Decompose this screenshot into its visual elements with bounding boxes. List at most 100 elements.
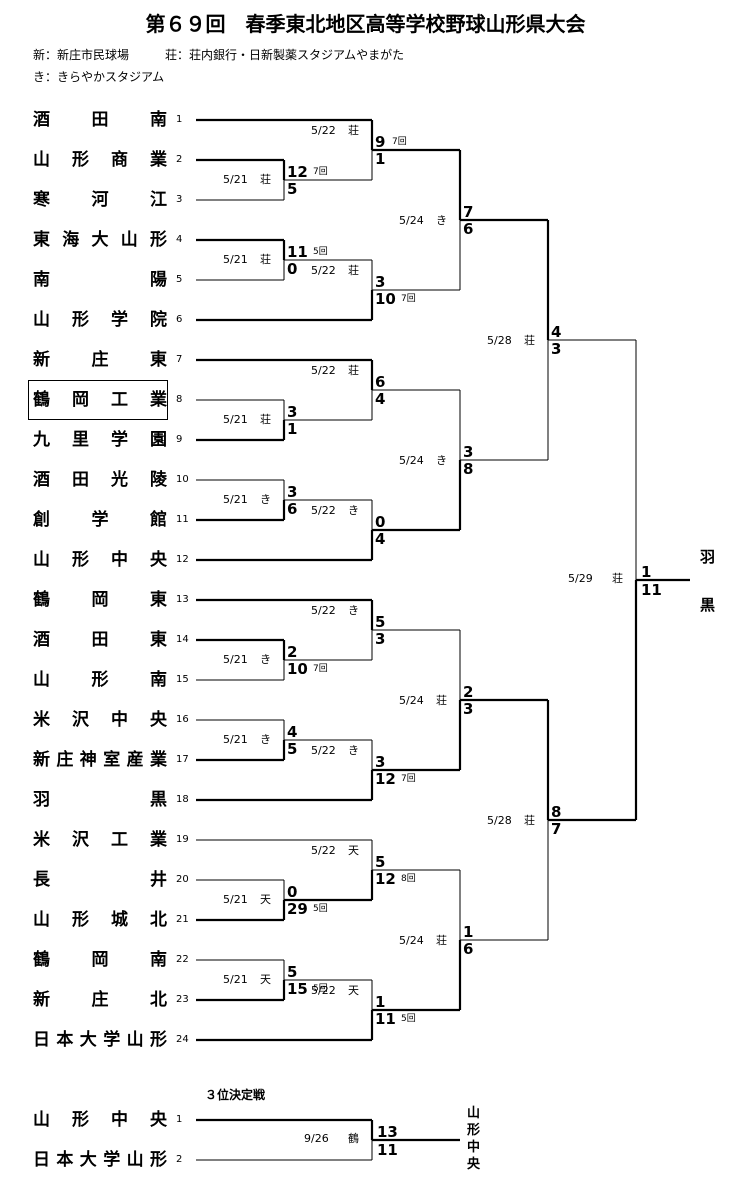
r2-innings: 7回 [401, 774, 416, 784]
r1-date: 5/21 [223, 173, 248, 186]
r1-innings: 5回 [313, 247, 328, 257]
page-title: 第６９回 春季東北地区高等学校野球山形県大会 [145, 12, 586, 36]
r2-score-bottom: 11 [375, 1010, 396, 1028]
r1-venue: 天 [260, 973, 271, 986]
r3-score-top: 2 [463, 683, 474, 701]
r1-venue: 天 [260, 893, 271, 906]
third-seed-number: 2 [176, 1154, 183, 1165]
semi-venue: 荘 [524, 814, 535, 827]
team-name: 山形中央 [33, 550, 167, 570]
r1-score-bottom: 15 [287, 980, 308, 998]
r3-score-top: 3 [463, 443, 474, 461]
r2-date: 5/22 [311, 264, 336, 277]
r2-score-top: 3 [375, 273, 386, 291]
seed-number: 11 [176, 514, 189, 525]
team-name: 新庄神室産業 [33, 750, 167, 770]
r3-venue: 荘 [436, 694, 447, 707]
r3-score-bottom: 6 [463, 940, 474, 958]
r2-score-bottom: 10 [375, 290, 396, 308]
r1-date: 5/21 [223, 893, 248, 906]
third-place-title: ３位決定戦 [205, 1088, 266, 1102]
r2-venue: 荘 [348, 264, 359, 277]
third-place-winner: 山形中央 [467, 1106, 481, 1172]
r2-innings: 7回 [401, 294, 416, 304]
r2-innings: 5回 [401, 1014, 416, 1024]
r2-score-bottom: 4 [375, 390, 386, 408]
r3-venue: き [436, 454, 447, 467]
team-name: 山形学院 [33, 310, 167, 330]
r1-score-bottom: 5 [287, 180, 298, 198]
semi-score-top: 8 [551, 803, 562, 821]
r1-score-top: 4 [287, 723, 298, 741]
champion-char-1: 羽 [700, 548, 716, 566]
highlight-box [28, 380, 168, 420]
seed-number: 23 [176, 994, 189, 1005]
r3-date: 5/24 [399, 454, 424, 467]
r1-date: 5/21 [223, 653, 248, 666]
seed-number: 1 [176, 114, 183, 125]
r2-date: 5/22 [311, 364, 336, 377]
r1-score-bottom: 1 [287, 420, 298, 438]
r2-venue: 天 [348, 984, 359, 997]
third-score-bottom: 11 [377, 1141, 398, 1159]
r2-venue: き [348, 744, 359, 757]
third-team-name: 山形中央 [33, 1110, 167, 1130]
team-name: 酒田南 [33, 110, 167, 130]
seed-number: 20 [176, 874, 189, 885]
r1-venue: き [260, 733, 271, 746]
r1-date: 5/21 [223, 733, 248, 746]
seed-number: 15 [176, 674, 189, 685]
r1-score-bottom: 5 [287, 740, 298, 758]
seed-number: 21 [176, 914, 189, 925]
r2-venue: 荘 [348, 124, 359, 137]
team-name: 山形南 [33, 670, 167, 690]
team-name: 九里学園 [33, 430, 167, 450]
seed-number: 16 [176, 714, 189, 725]
semi-date: 5/28 [487, 814, 512, 827]
r2-score-top: 5 [375, 853, 386, 871]
r2-venue: 荘 [348, 364, 359, 377]
r2-date: 5/22 [311, 984, 336, 997]
final-venue: 荘 [612, 572, 623, 585]
team-name: 山形城北 [33, 910, 167, 930]
r1-date: 5/21 [223, 253, 248, 266]
r1-innings: 7回 [313, 664, 328, 674]
r2-innings: 7回 [392, 137, 407, 147]
r2-innings: 8回 [401, 874, 416, 884]
r2-date: 5/22 [311, 604, 336, 617]
r1-venue: 荘 [260, 253, 271, 266]
semi-score-bottom: 3 [551, 340, 562, 358]
r3-date: 5/24 [399, 694, 424, 707]
r1-venue: き [260, 493, 271, 506]
team-name: 羽黒 [33, 790, 167, 810]
r2-score-top: 5 [375, 613, 386, 631]
r3-score-bottom: 3 [463, 700, 474, 718]
team-name: 南陽 [33, 270, 167, 290]
seed-number: 18 [176, 794, 189, 805]
seed-number: 12 [176, 554, 189, 565]
third-date: 9/26 [304, 1132, 329, 1145]
team-name: 日本大学山形 [33, 1030, 167, 1050]
team-name: 山形商業 [33, 150, 167, 170]
r2-date: 5/22 [311, 504, 336, 517]
seed-number: 10 [176, 474, 189, 485]
seed-number: 9 [176, 434, 183, 445]
r1-date: 5/21 [223, 413, 248, 426]
seed-number: 5 [176, 274, 183, 285]
r2-date: 5/22 [311, 744, 336, 757]
team-name: 新庄北 [33, 990, 167, 1010]
third-seed-number: 1 [176, 1114, 183, 1125]
r1-score-top: 11 [287, 243, 308, 261]
venue-legend-line1: 新：新庄市民球場 荘：荘内銀行・日新製薬スタジアムやまがた [33, 48, 405, 62]
seed-number: 7 [176, 354, 183, 365]
team-name: 長井 [33, 870, 167, 890]
team-name: 東海大山形 [33, 230, 167, 250]
team-name: 酒田東 [33, 630, 167, 650]
team-name: 鶴岡南 [33, 950, 167, 970]
third-venue: 鶴 [348, 1132, 359, 1145]
r2-venue: 天 [348, 844, 359, 857]
r1-date: 5/21 [223, 973, 248, 986]
r3-date: 5/24 [399, 214, 424, 227]
seed-number: 3 [176, 194, 183, 205]
